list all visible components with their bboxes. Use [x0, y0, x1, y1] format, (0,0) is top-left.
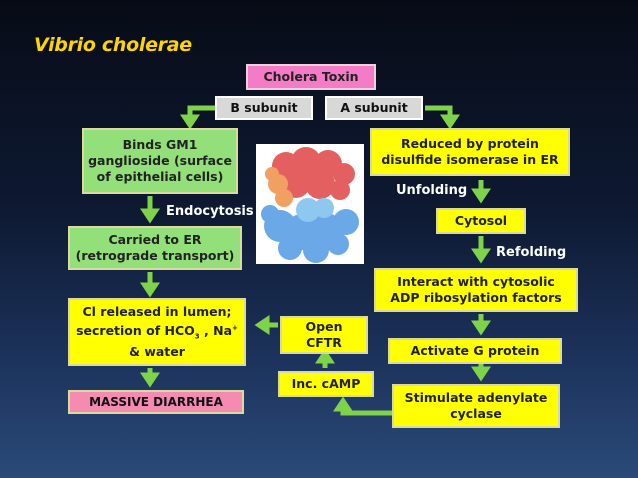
- arrow-b-to-binds: [180, 105, 215, 130]
- arrow-a-to-reduced: [425, 105, 460, 130]
- stimulate-adenylate-box: Stimulate adenylate cyclase: [392, 384, 560, 428]
- binds-gm1-box: Binds GM1 ganglioside (surface of epithe…: [82, 128, 238, 194]
- massive-diarrhea-box: MASSIVE DIARRHEA: [68, 390, 244, 414]
- interact-adp-box: Interact with cytosolic ADP ribosylation…: [374, 268, 578, 312]
- arrow-stimulate-to-camp: [333, 396, 392, 416]
- cholera-toxin-box: Cholera Toxin: [246, 64, 376, 90]
- cl-released-box: Cl released in lumen; secretion of HCO3 …: [68, 298, 246, 366]
- unfolding-label: Unfolding: [396, 183, 468, 198]
- open-cftr-box: Open CFTR: [280, 316, 368, 354]
- diagram-title: Vibrio cholerae: [34, 34, 192, 56]
- refolding-label: Refolding: [496, 245, 567, 260]
- carried-to-er-box: Carried to ER (retrograde transport): [68, 226, 242, 270]
- activate-g-protein-box: Activate G protein: [388, 338, 562, 364]
- a-subunit-box: A subunit: [325, 96, 423, 120]
- endocytosis-label: Endocytosis: [166, 204, 254, 219]
- cytosol-box: Cytosol: [436, 208, 526, 234]
- cholera-toxin-structure-image: [256, 144, 364, 264]
- inc-camp-box: Inc. cAMP: [278, 371, 374, 397]
- reduced-by-pdi-box: Reduced by protein disulfide isomerase i…: [370, 128, 570, 176]
- b-subunit-box: B subunit: [215, 96, 313, 120]
